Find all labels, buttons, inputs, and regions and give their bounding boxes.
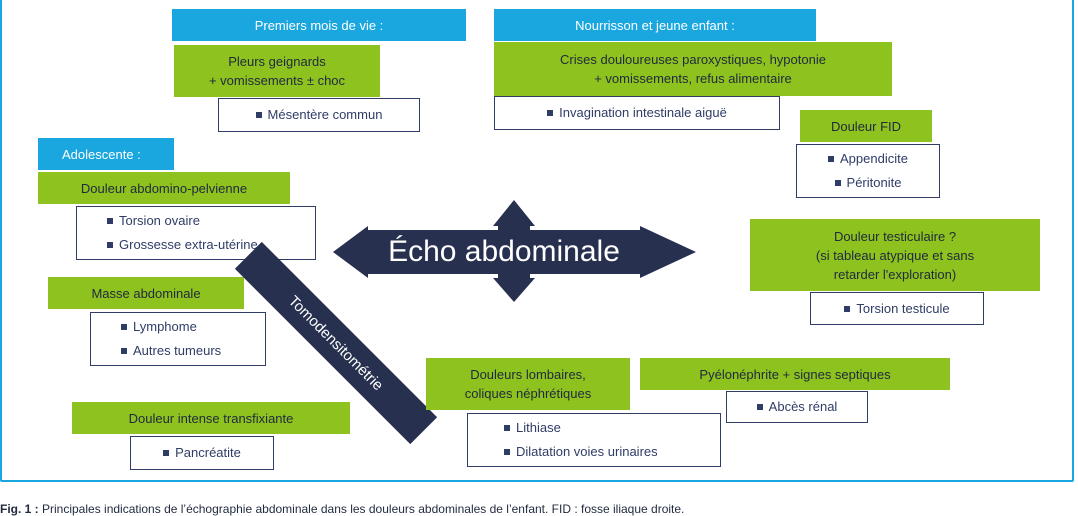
- diagnosis-item: Autres tumeurs: [121, 339, 265, 363]
- figure-caption: Fig. 1 : Principales indications de l’éc…: [0, 502, 684, 516]
- diagnosis-box-fid: Appendicite Péritonite: [796, 144, 940, 198]
- header-adolescente: Adolescente :: [38, 138, 174, 170]
- symptom-crises: Crises douloureuses paroxystiques, hypot…: [494, 42, 892, 96]
- diagnosis-box-transfixiante: Pancréatite: [130, 436, 274, 470]
- diagnosis-box-lombaires: Lithiase Dilatation voies urinaires: [467, 413, 721, 467]
- symptom-abdopelvienne: Douleur abdomino-pelvienne: [38, 172, 290, 204]
- diagnosis-item: Dilatation voies urinaires: [504, 440, 720, 464]
- caption-text: Principales indications de l’échographie…: [38, 502, 685, 516]
- center-title: Écho abdominale: [388, 235, 620, 268]
- symptom-masse: Masse abdominale: [48, 277, 244, 309]
- diagnosis-box-crises: Invagination intestinale aiguë: [494, 96, 780, 130]
- symptom-testiculaire: Douleur testiculaire ? (si tableau atypi…: [750, 219, 1040, 291]
- diagnosis-item: Grossesse extra-utérine: [107, 233, 315, 257]
- diagnosis-item: Pancréatite: [163, 441, 241, 465]
- symptom-lombaires: Douleurs lombaires, coliques néphrétique…: [426, 358, 630, 410]
- header-nourrisson: Nourrisson et jeune enfant :: [494, 9, 816, 41]
- diagnosis-box-testiculaire: Torsion testicule: [810, 292, 984, 325]
- diagnosis-item: Appendicite: [828, 147, 908, 171]
- diagnosis-item: Abcès rénal: [757, 395, 838, 419]
- diagnosis-box-pyelonephrite: Abcès rénal: [726, 391, 868, 423]
- symptom-fid: Douleur FID: [800, 110, 932, 142]
- diagnosis-box-masse: Lymphome Autres tumeurs: [90, 312, 266, 366]
- header-premiers-mois: Premiers mois de vie :: [172, 9, 466, 41]
- diagnosis-item: Torsion testicule: [844, 297, 949, 321]
- symptom-transfixiante: Douleur intense transfixiante: [72, 402, 350, 434]
- diagnosis-item: Péritonite: [835, 171, 902, 195]
- diagnosis-item: Lymphome: [121, 315, 265, 339]
- diagnosis-box-pleurs: Mésentère commun: [218, 98, 420, 132]
- diagnosis-item: Lithiase: [504, 416, 720, 440]
- diagnosis-item: Invagination intestinale aiguë: [547, 101, 727, 125]
- diagram-frame: [0, 0, 1074, 482]
- caption-prefix: Fig. 1 :: [0, 502, 39, 516]
- symptom-pyelonephrite: Pyélonéphrite + signes septiques: [640, 358, 950, 390]
- diagnosis-box-abdopelvienne: Torsion ovaire Grossesse extra-utérine: [76, 206, 316, 260]
- diagnosis-item: Torsion ovaire: [107, 209, 315, 233]
- symptom-pleurs: Pleurs geignards + vomissements ± choc: [174, 45, 380, 97]
- diagnosis-item: Mésentère commun: [256, 103, 383, 127]
